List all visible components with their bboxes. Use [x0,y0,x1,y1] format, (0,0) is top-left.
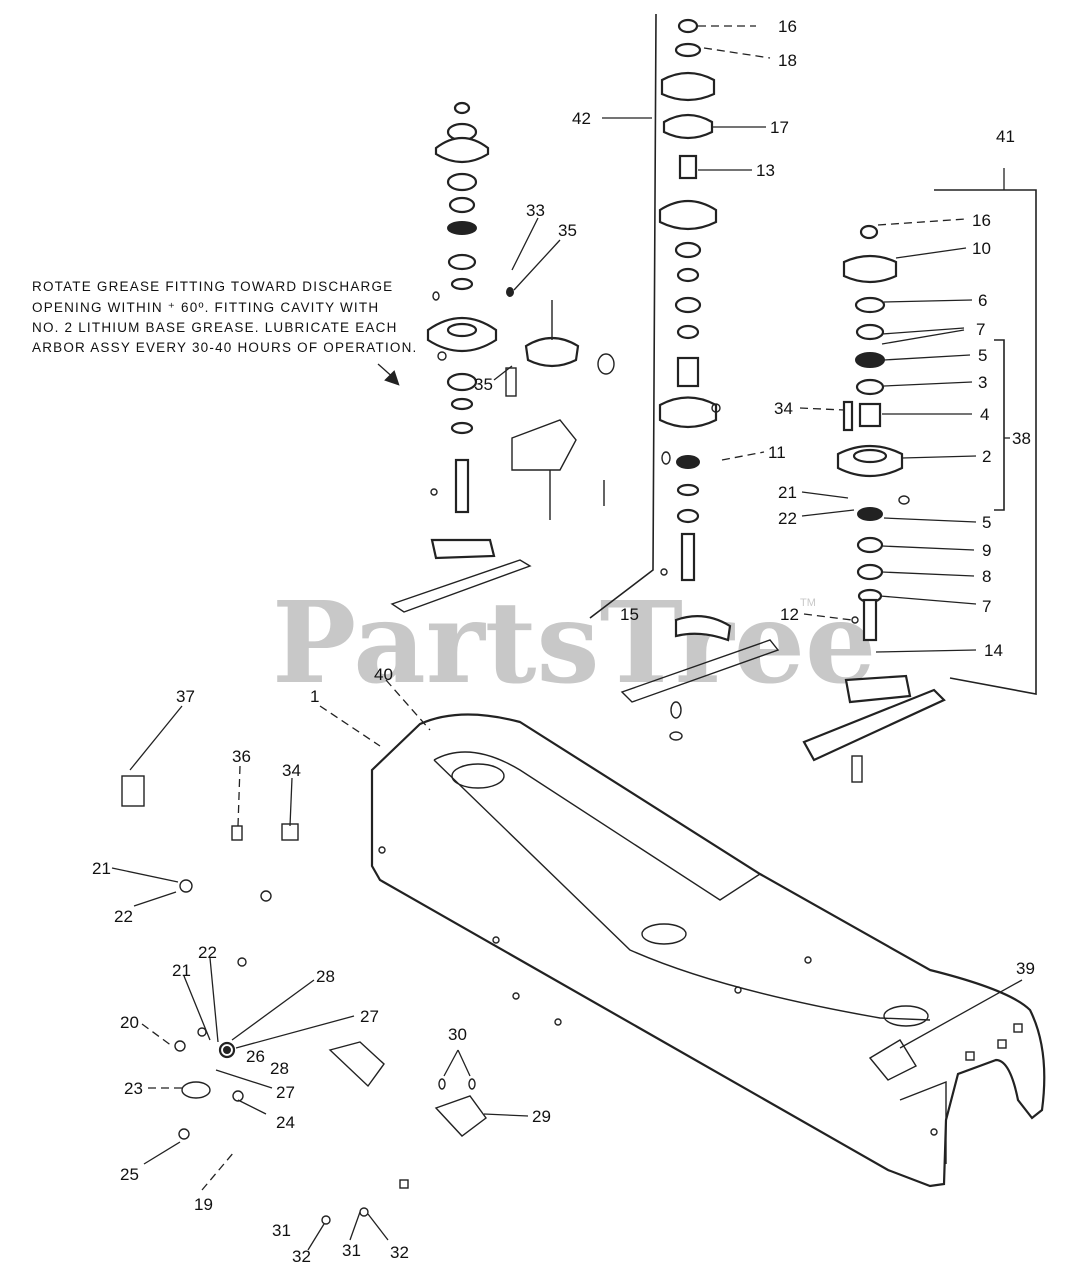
bracket-38 [994,339,1005,511]
callout-22-left: 22 [114,907,133,926]
lubrication-note: ROTATE GREASE FITTING TOWARD DISCHARGE O… [32,279,418,386]
callout-31-right: 31 [342,1241,361,1260]
callout-22-right: 22 [778,509,797,528]
callout-19: 19 [194,1195,213,1214]
left-arbor-assembly [390,101,532,613]
bracket-41 [934,189,1037,695]
note-line-2: OPENING WITHIN ⁺ 60º. FITTING CAVITY WIT… [32,300,379,315]
callout-36: 36 [232,747,251,766]
callout-9: 9 [982,541,991,560]
callout-29: 29 [532,1107,551,1126]
callout-5-lower: 5 [982,513,991,532]
callout-39: 39 [1016,959,1035,978]
callout-20: 20 [120,1013,139,1032]
callout-5-upper: 5 [978,346,987,365]
callout-18: 18 [778,51,797,70]
callout-31-left: 31 [272,1221,291,1240]
callout-7-upper: 7 [976,320,985,339]
callout-30: 30 [448,1025,467,1044]
callout-7-lower: 7 [982,597,991,616]
callout-38: 38 [1012,429,1031,448]
callout-35-upper: 35 [558,221,577,240]
callout-42: 42 [572,109,591,128]
callout-37: 37 [176,687,195,706]
callout-23: 23 [124,1079,143,1098]
bracket-42 [589,13,657,619]
callout-22-lower: 22 [198,943,217,962]
callout-17: 17 [770,118,789,137]
callout-21-right: 21 [778,483,797,502]
callout-6: 6 [978,291,987,310]
callout-10: 10 [972,239,991,258]
callout-21-left: 21 [92,859,111,878]
mower-housing [370,713,1046,1188]
callout-40: 40 [374,665,393,684]
callout-41: 41 [996,127,1015,146]
callout-2: 2 [982,447,991,466]
callout-28-upper: 28 [316,967,335,986]
loose-hardware [121,775,487,1225]
note-line-3: NO. 2 LITHIUM BASE GREASE. LUBRICATE EAC… [32,320,398,335]
callout-28-lower: 28 [270,1059,289,1078]
watermark-text: PartsTree [272,578,876,709]
callout-16-top: 16 [778,17,797,36]
callout-4: 4 [980,405,989,424]
callout-27-lower: 27 [276,1083,295,1102]
callout-21-lower: 21 [172,961,191,980]
callout-15: 15 [620,605,639,624]
center-arbor-assembly [620,18,780,741]
callout-12: 12 [780,605,799,624]
callout-34-right: 34 [774,399,793,418]
watermark: PartsTree TM [272,578,876,709]
callout-14: 14 [984,641,1003,660]
callout-27-upper: 27 [360,1007,379,1026]
callout-11: 11 [768,443,786,462]
callout-32-left: 32 [292,1247,311,1266]
note-line-4: ARBOR ASSY EVERY 30-40 HOURS OF OPERATIO… [32,340,418,355]
callout-33: 33 [526,201,545,220]
note-arrow-icon [377,363,400,386]
leader-lines [111,25,1023,1251]
left-bracket-parts [511,300,615,520]
callout-1: 1 [310,687,319,706]
callout-35-lower: 35 [474,375,493,394]
callout-34-left: 34 [282,761,301,780]
callout-32-right: 32 [390,1243,409,1262]
callout-labels: 16 18 42 17 13 41 16 10 6 7 5 3 34 4 38 … [92,17,1035,1266]
watermark-trademark: TM [800,597,816,609]
note-line-1: ROTATE GREASE FITTING TOWARD DISCHARGE [32,279,393,294]
right-arbor-assembly [802,224,946,783]
callout-13: 13 [756,161,775,180]
callout-25: 25 [120,1165,139,1184]
callout-8: 8 [982,567,991,586]
callout-26: 26 [246,1047,265,1066]
callout-24: 24 [276,1113,295,1132]
callout-3: 3 [978,373,987,392]
callout-16-right: 16 [972,211,991,230]
